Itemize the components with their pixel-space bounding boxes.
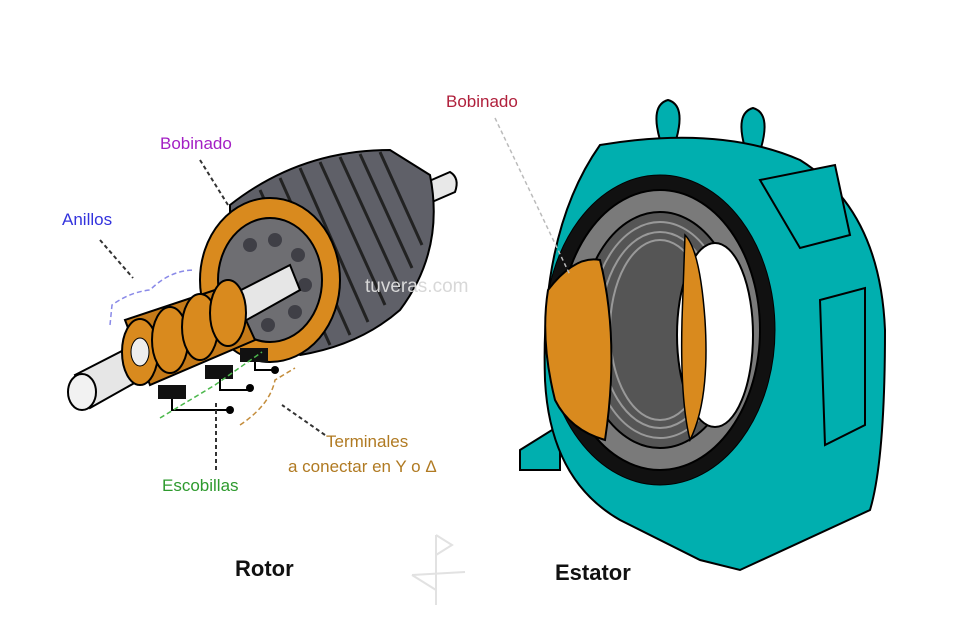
title-estator: Estator: [555, 560, 631, 585]
watermark: tuveras.com: [365, 276, 469, 297]
title-rotor: Rotor: [235, 556, 294, 581]
label-terminales-conexion: a conectar en Y o Δ: [288, 457, 437, 476]
label-terminales: Terminales: [326, 432, 409, 451]
label-bobinado-rotor: Bobinado: [160, 134, 232, 153]
label-escobillas: Escobillas: [162, 476, 239, 495]
rotor-drawing: [67, 148, 458, 470]
stator-winding: [544, 258, 613, 442]
label-bobinado-estator: Bobinado: [446, 92, 518, 111]
logo: [411, 534, 466, 605]
label-anillos: Anillos: [62, 210, 113, 229]
brushes: [158, 348, 268, 399]
stator-drawing: [494, 98, 887, 572]
